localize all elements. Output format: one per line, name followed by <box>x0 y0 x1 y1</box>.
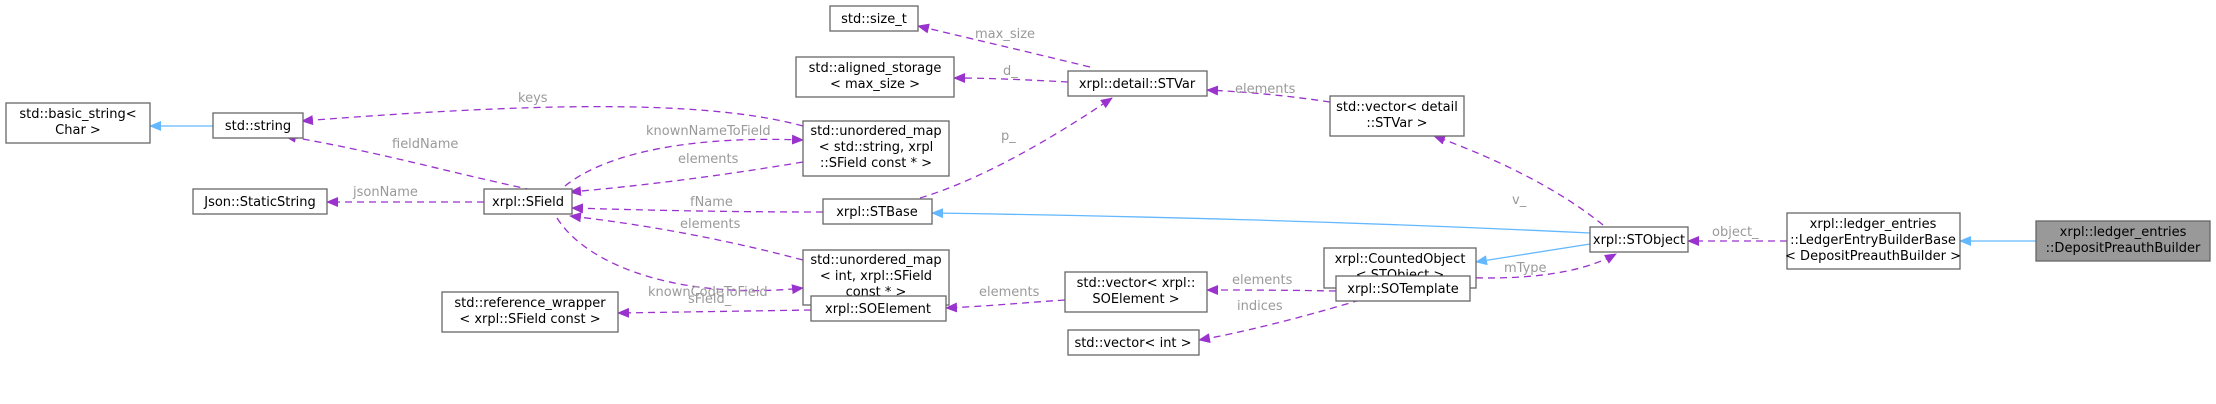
edge-label-fname: fName <box>690 195 733 210</box>
edge-vector-stvar-uses-stvar <box>1206 85 1331 103</box>
node-sotemplate[interactable]: xrpl::SOTemplate <box>1335 275 1471 302</box>
node-static-string[interactable]: Json::StaticString <box>192 188 328 215</box>
node-stobject-label: xrpl::STObject <box>1593 233 1685 248</box>
node-ref-wrapper-label-2: < xrpl::SField const > <box>459 312 600 327</box>
edge-umap-string-uses-string <box>301 105 804 127</box>
edge-sotemplate-uses-vector-int <box>1198 299 1361 344</box>
edge-label-keys: keys <box>518 91 548 106</box>
node-umap-int-label-1: std::unordered_map <box>810 253 941 268</box>
node-stobject[interactable]: xrpl::STObject <box>1589 226 1689 253</box>
edge-label-max-size: max_size <box>975 27 1035 42</box>
node-umap-int-label-2: < int, xrpl::SField <box>820 269 932 284</box>
edge-label-jsonname: jsonName <box>352 185 418 200</box>
edge-label-p: p_ <box>1001 129 1016 144</box>
node-basic-string-label-2: Char > <box>55 123 101 138</box>
node-umap-string-label-2: < std::string, xrpl <box>819 140 933 155</box>
edge-umap-string-uses-sfield <box>569 161 804 197</box>
edge-label-knowncodetofield: knownCodeToField <box>648 285 768 300</box>
edge-stbase-uses-sfield <box>571 203 824 214</box>
node-deposit-builder-label-2: ::DepositPreauthBuilder <box>2046 241 2201 256</box>
node-string-label: std::string <box>225 119 291 134</box>
node-vector-int-label: std::vector< int > <box>1074 336 1191 351</box>
node-aligned-storage-label-2: < max_size > <box>830 77 920 92</box>
edge-label-indices: indices <box>1237 299 1283 314</box>
edge-vector-soelement-uses-soelement <box>945 299 1066 313</box>
node-stbase-label: xrpl::STBase <box>836 205 918 220</box>
edge-sfield-uses-umap-int <box>556 217 804 295</box>
edge-label-elements-stvar: elements <box>1235 82 1296 97</box>
edge-sfield-uses-umap-string <box>564 134 804 187</box>
node-vector-soelement[interactable]: std::vector< xrpl:: SOElement > <box>1064 271 1208 313</box>
node-counted-label-1: xrpl::CountedObject <box>1335 252 1466 267</box>
node-static-string-label: Json::StaticString <box>203 195 316 210</box>
node-vector-soelement-label-2: SOElement > <box>1092 292 1179 307</box>
node-deposit-builder-label-1: xrpl::ledger_entries <box>2060 225 2187 240</box>
node-sotemplate-label: xrpl::SOTemplate <box>1347 282 1458 297</box>
edge-label-v: v_ <box>1512 193 1527 208</box>
edge-label-mtype: mType <box>1504 261 1547 276</box>
node-aligned-storage[interactable]: std::aligned_storage < max_size > <box>795 56 955 98</box>
node-basic-string[interactable]: std::basic_string< Char > <box>5 102 151 144</box>
nodes: std::size_t std::aligned_storage < max_s… <box>5 5 2211 356</box>
edge-label-elements-umap1: elements <box>678 152 739 167</box>
node-aligned-storage-label-1: std::aligned_storage <box>809 61 942 76</box>
node-umap-string-label-3: ::SField const * > <box>820 156 932 171</box>
edge-umap-int-uses-sfield <box>569 212 804 261</box>
node-stvar[interactable]: xrpl::detail::STVar <box>1067 70 1208 97</box>
node-stvar-label: xrpl::detail::STVar <box>1079 77 1196 92</box>
node-basic-string-label-1: std::basic_string< <box>19 107 136 122</box>
node-umap-string-label-1: std::unordered_map <box>810 124 941 139</box>
node-sfield[interactable]: xrpl::SField <box>483 188 573 215</box>
edge-label-elements-umap2: elements <box>680 217 741 232</box>
node-string[interactable]: std::string <box>212 112 304 139</box>
edge-soelement-uses-ref-wrapper <box>617 307 812 318</box>
node-builder-base-label-1: xrpl::ledger_entries <box>1810 217 1937 232</box>
edge-stobject-uses-vector-stvar <box>1433 135 1604 226</box>
edge-stobject-inherits-stbase <box>931 208 1591 234</box>
edge-stobject-inherits-counted <box>1475 243 1591 266</box>
node-size-t[interactable]: std::size_t <box>829 5 919 32</box>
node-builder-base[interactable]: xrpl::ledger_entries ::LedgerEntryBuilde… <box>1785 212 1961 270</box>
edge-label-fieldname: fieldName <box>392 137 458 152</box>
node-vector-stvar-label-2: ::STVar > <box>1366 116 1427 131</box>
node-ref-wrapper[interactable]: std::reference_wrapper < xrpl::SField co… <box>441 291 619 333</box>
edge-stvar-uses-size-t <box>917 23 1091 68</box>
node-stbase[interactable]: xrpl::STBase <box>822 198 933 225</box>
node-ref-wrapper-label-1: std::reference_wrapper <box>454 296 606 311</box>
edge-label-sfield: sField_ <box>688 292 732 307</box>
node-vector-stvar-label-1: std::vector< detail <box>1336 100 1458 115</box>
edge-label-object: object_ <box>1712 225 1759 240</box>
node-soelement[interactable]: xrpl::SOElement <box>810 295 947 322</box>
node-vector-stvar[interactable]: std::vector< detail ::STVar > <box>1329 95 1465 137</box>
node-deposit-builder[interactable]: xrpl::ledger_entries ::DepositPreauthBui… <box>2035 220 2211 262</box>
edge-label-knownnametofield: knownNameToField <box>646 124 771 139</box>
node-size-t-label: std::size_t <box>841 12 907 27</box>
edge-stvar-uses-aligned-storage <box>953 73 1069 84</box>
node-vector-soelement-label-1: std::vector< xrpl:: <box>1077 276 1196 291</box>
node-umap-string[interactable]: std::unordered_map < std::string, xrpl :… <box>802 120 950 177</box>
node-builder-base-label-2: ::LedgerEntryBuilderBase <box>1790 233 1956 248</box>
edge-label-elements-sotemp: elements <box>1232 273 1293 288</box>
node-sfield-label: xrpl::SField <box>492 195 564 210</box>
edge-label-d: d_ <box>1003 64 1018 79</box>
edge-sotemplate-uses-vector-soelement <box>1206 285 1337 296</box>
edge-sfield-uses-string <box>284 132 533 191</box>
node-soelement-label: xrpl::SOElement <box>825 302 931 317</box>
node-vector-int[interactable]: std::vector< int > <box>1067 329 1200 356</box>
node-builder-base-label-3: < DepositPreauthBuilder > <box>1785 249 1961 264</box>
edge-labels: max_size d_ elements keys p_ fieldName k… <box>352 27 1759 314</box>
edge-label-elements-soel: elements <box>979 285 1040 300</box>
